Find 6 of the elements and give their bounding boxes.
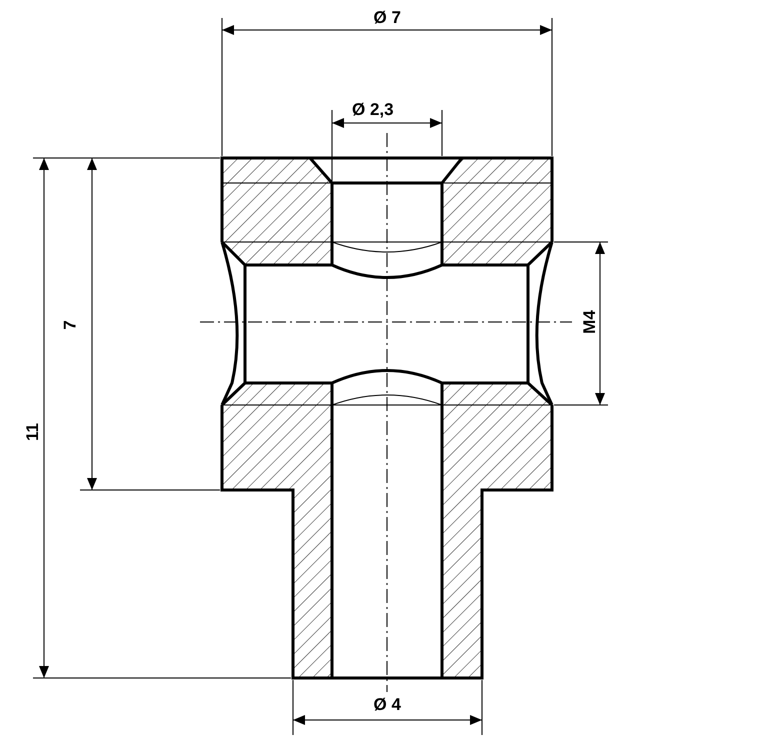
dimension-label: 11 <box>23 423 43 441</box>
dimension-label: Ø 2,3 <box>352 100 394 120</box>
dimension-label: Ø 7 <box>374 8 401 28</box>
dimension-label: 7 <box>60 320 80 330</box>
dimension-label: M4 <box>580 310 600 334</box>
dimension-label: Ø 4 <box>374 695 401 715</box>
